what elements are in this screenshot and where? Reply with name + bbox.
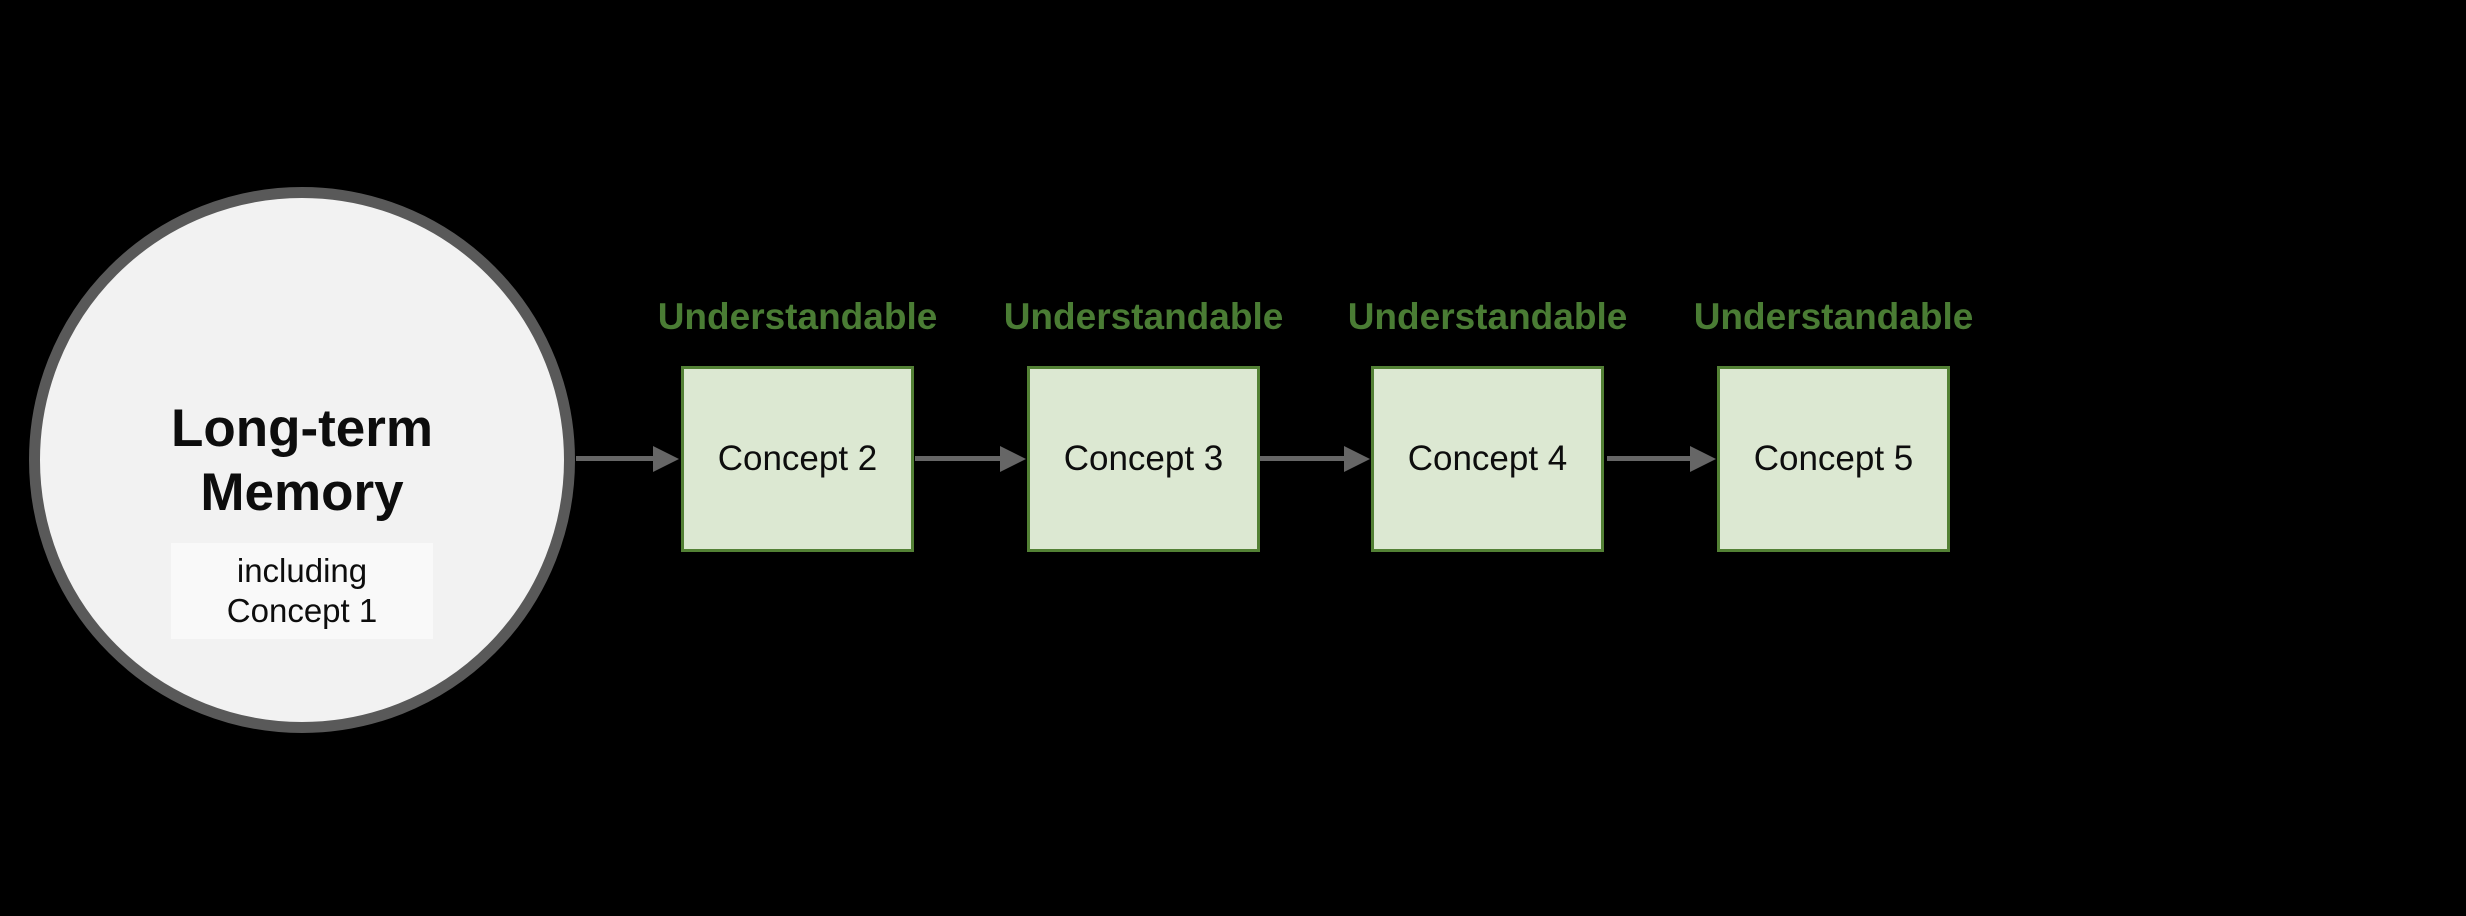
- concept-1-note: including Concept 1: [171, 543, 433, 639]
- understandable-label: Understandable: [1693, 296, 1974, 337]
- arrowhead-icon: [653, 446, 679, 472]
- step-concept-3: Understandable Concept 3: [1004, 298, 1283, 552]
- arrow-shaft: [1607, 456, 1694, 461]
- memory-title-line-2: Memory: [200, 463, 404, 522]
- memory-subtitle-line-1: including: [236, 552, 368, 589]
- memory-subtitle-line-2: Concept 1: [226, 592, 378, 629]
- arrow-concept-2-to-concept-3: [915, 446, 1026, 472]
- step-concept-4: Understandable Concept 4: [1348, 298, 1627, 552]
- arrow-shaft: [1260, 456, 1348, 461]
- arrowhead-icon: [1690, 446, 1716, 472]
- understandable-label: Understandable: [1347, 296, 1628, 337]
- concept-3-box: Concept 3: [1027, 366, 1260, 552]
- concept-4-box: Concept 4: [1371, 366, 1604, 552]
- arrowhead-icon: [1000, 446, 1026, 472]
- arrow-shaft: [915, 456, 1004, 461]
- understandable-label: Understandable: [657, 296, 938, 337]
- arrow-concept-4-to-concept-5: [1607, 446, 1716, 472]
- understandable-label: Understandable: [1003, 296, 1284, 337]
- step-concept-5: Understandable Concept 5: [1694, 298, 1973, 552]
- concept-5-box: Concept 5: [1717, 366, 1950, 552]
- step-concept-2: Understandable Concept 2: [658, 298, 937, 552]
- memory-title: Long-term Memory: [40, 397, 564, 525]
- arrow-concept-3-to-concept-4: [1260, 446, 1370, 472]
- long-term-memory-node: Long-term Memory including Concept 1: [29, 187, 575, 733]
- arrow-shaft: [576, 456, 657, 461]
- arrow-memory-to-concept-2: [576, 446, 679, 472]
- memory-title-line-1: Long-term: [170, 399, 434, 458]
- arrowhead-icon: [1344, 446, 1370, 472]
- concept-2-box: Concept 2: [681, 366, 914, 552]
